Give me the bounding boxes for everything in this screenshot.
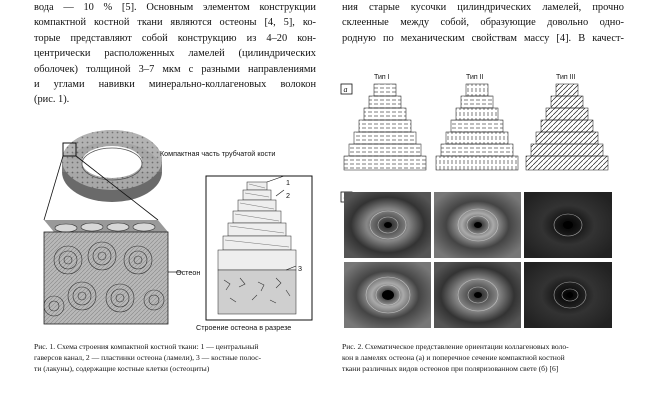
caption-line: Рис. 1. Схема строения компактной костно…	[34, 342, 259, 351]
compact-bone-block-image	[43, 220, 182, 325]
left-body-text: вода — 10 % [5]. Основным элементом конс…	[34, 0, 316, 108]
caption-line: Рис. 2. Схематическое представление орие…	[342, 342, 569, 351]
label-num-3: 3	[298, 264, 302, 273]
right-text-line: родную по механическим свойствам массу […	[342, 32, 624, 44]
left-text-line: торые представляют собой конструкцию из …	[34, 32, 316, 44]
left-text-line: оболочек) толщиной 3–7 мкм с разными нап…	[34, 63, 316, 75]
left-text-line: (рис. 1).	[34, 94, 70, 106]
type2-label: Тип II	[466, 74, 484, 81]
caption-line: кон в ламелях остеона (а) и поперечное с…	[342, 352, 565, 362]
type2-lamellae-diagram	[435, 83, 519, 171]
figure-2: а Тип I Тип II Тип III	[338, 70, 618, 332]
figure-1: Компактная часть трубчатой кости Остеон …	[30, 120, 320, 340]
right-text-line: склеенные между собой, образующие доволь…	[342, 17, 624, 29]
label-osteon-section: Строение остеона в разрезе	[196, 323, 292, 332]
caption-line: гаверсов канал, 2 — пластинки остеона (л…	[34, 352, 262, 362]
bone-ring-image	[43, 130, 162, 221]
left-text-line: центрически расположенных ламелей (цилин…	[34, 48, 316, 60]
osteon-section-image	[205, 175, 313, 321]
left-text-line: вода — 10 % [5]. Основным элементом конс…	[34, 2, 316, 13]
type1-lamellae-diagram	[343, 83, 427, 171]
label-num-2: 2	[286, 191, 290, 200]
label-num-1: 1	[286, 178, 290, 187]
panel-a-box	[340, 83, 353, 95]
figure-2-caption: Рис. 2. Схематическое представление орие…	[342, 342, 624, 374]
figure-2-illustration: а Тип I Тип II Тип III	[340, 74, 612, 328]
left-text-line: и углами навивки минерально-коллагеновых…	[34, 79, 316, 91]
caption-line: ткани различных видов остеонов при поляр…	[342, 363, 559, 373]
type3-lamellae-diagram	[525, 83, 609, 171]
right-text-line: ния старые кусочки цилиндрических ламеле…	[342, 2, 624, 13]
type1-label: Тип I	[374, 74, 390, 81]
polarized-micrographs	[344, 192, 612, 328]
figure-1-illustration	[43, 130, 313, 325]
right-body-text: ния старые кусочки цилиндрических ламеле…	[342, 0, 624, 46]
type3-label: Тип III	[556, 74, 576, 81]
label-osteon: Остеон	[176, 268, 201, 277]
caption-line: ти (лакуны), содержащие костные клетки (…	[34, 363, 210, 373]
panel-a-tag: а	[344, 85, 348, 94]
left-text-line: компактной костной ткани являются остеон…	[34, 17, 316, 29]
label-compact-bone: Компактная часть трубчатой кости	[160, 149, 276, 158]
figure-1-caption: Рис. 1. Схема строения компактной костно…	[34, 342, 316, 374]
